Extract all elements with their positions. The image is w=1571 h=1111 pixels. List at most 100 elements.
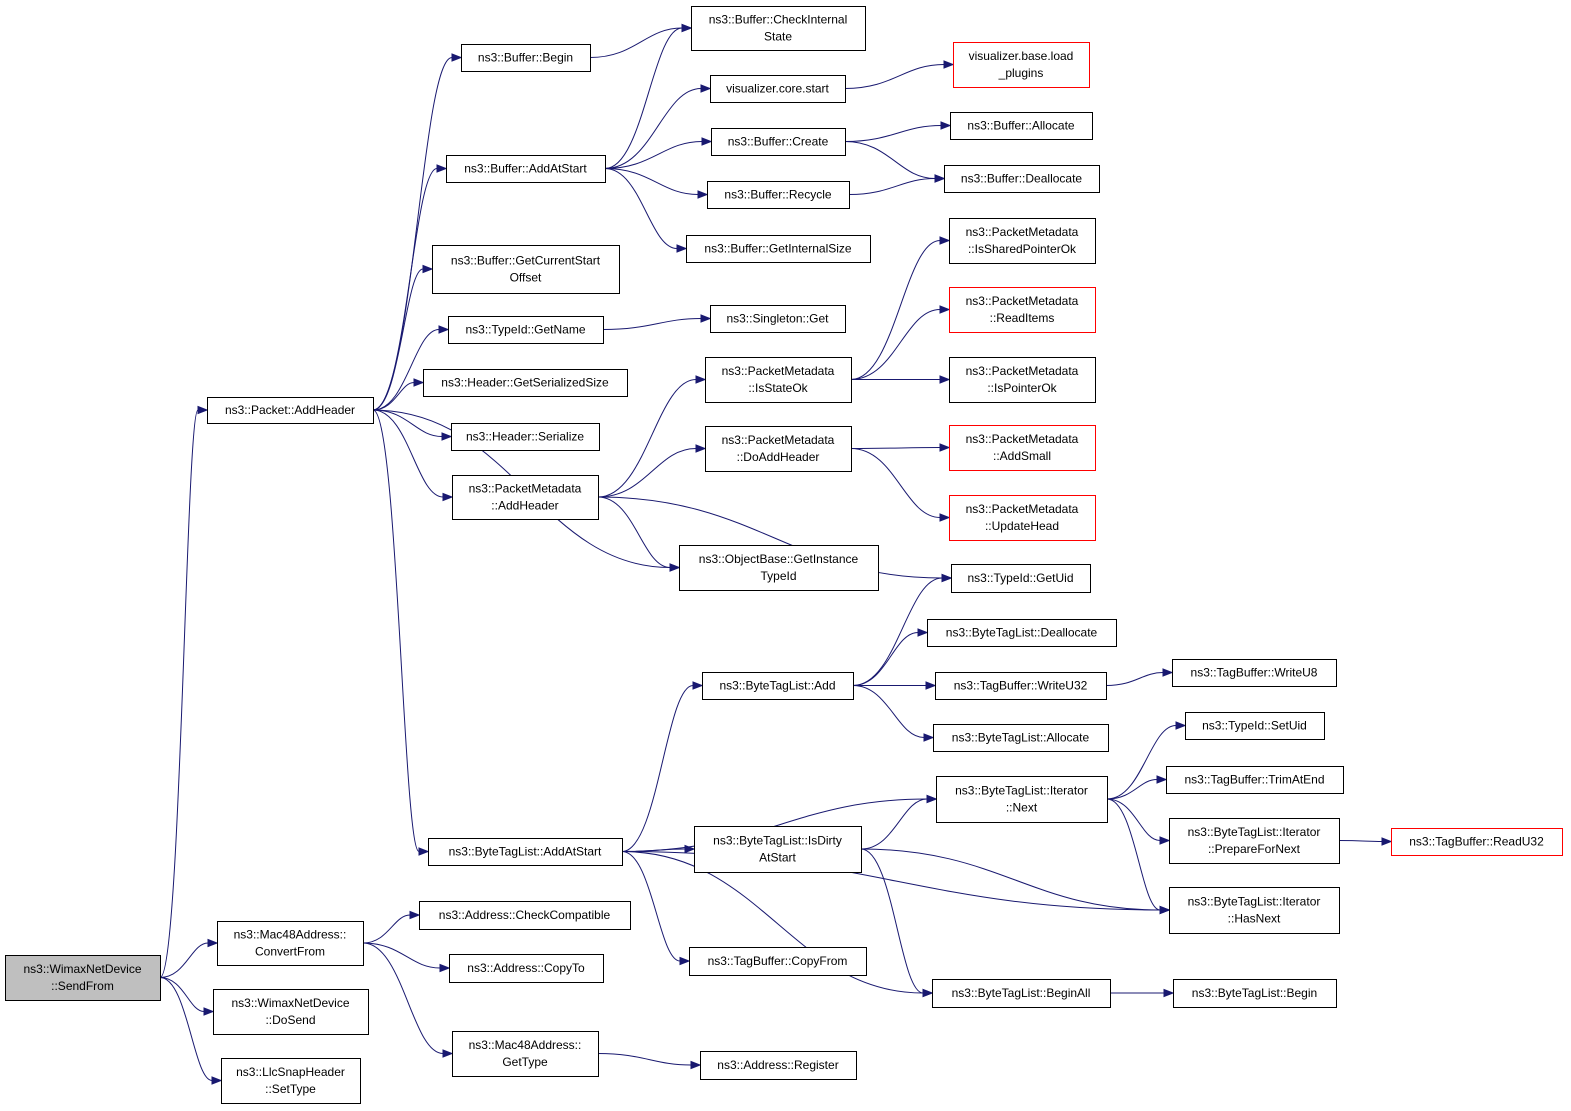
edge-pmIsStateOk-to-pmIsPointerOk bbox=[851, 375, 951, 384]
node-label: Offset bbox=[510, 271, 542, 285]
node-label: ::IsStateOk bbox=[748, 381, 808, 395]
node-label: ns3::Singleton::Get bbox=[726, 312, 829, 326]
edge-root-to-addHeader bbox=[159, 405, 209, 978]
node-label: State bbox=[764, 30, 792, 44]
node-btli-next[interactable]: ns3::ByteTagList::Iterator::Next bbox=[936, 776, 1108, 823]
node-pm-do-add-header[interactable]: ns3::PacketMetadata::DoAddHeader bbox=[705, 426, 852, 472]
node-label: ns3::PacketMetadata bbox=[966, 364, 1079, 378]
node-label: ns3::Address::Register bbox=[717, 1058, 838, 1072]
function-nodes: ns3::WimaxNetDevice::SendFrom ns3::Packet… bbox=[5, 6, 1563, 1104]
edge-pmDoAddHeader-to-pmAddSmall bbox=[850, 443, 951, 452]
node-buf-allocate[interactable]: ns3::Buffer::Allocate bbox=[950, 112, 1093, 140]
node-label: ns3::PacketMetadata bbox=[722, 364, 835, 378]
node-singleton-get[interactable]: ns3::Singleton::Get bbox=[710, 305, 846, 333]
node-label: ::Next bbox=[1006, 801, 1038, 815]
node-label: ::HasNext bbox=[1228, 912, 1281, 926]
node-viz-core-start[interactable]: visualizer.core.start bbox=[710, 75, 846, 103]
node-do-send[interactable]: ns3::WimaxNetDevice::DoSend bbox=[213, 989, 369, 1035]
node-label: ns3::TagBuffer::WriteU8 bbox=[1191, 666, 1318, 680]
node-tb-copy-from[interactable]: ns3::TagBuffer::CopyFrom bbox=[689, 947, 867, 976]
edge-btliNext-to-btliHasNext bbox=[1106, 798, 1171, 915]
node-label: ::UpdateHead bbox=[985, 519, 1059, 533]
node-tb-read-u32[interactable]: ns3::TagBuffer::ReadU32 bbox=[1391, 828, 1563, 856]
node-type-get-name[interactable]: ns3::TypeId::GetName bbox=[448, 316, 604, 344]
edge-pmDoAddHeader-to-pmUpdateHead bbox=[850, 448, 951, 522]
edge-btlAdd-to-tbWriteU32 bbox=[852, 681, 937, 690]
edge-mac48Conv-to-addrCopyTo bbox=[362, 942, 451, 973]
node-label: ::AddHeader bbox=[491, 499, 558, 513]
node-label: AtStart bbox=[759, 851, 796, 865]
node-btl-begin[interactable]: ns3::ByteTagList::Begin bbox=[1173, 979, 1337, 1008]
edge-btlAdd-to-btlAllocate bbox=[852, 685, 935, 742]
edge-btlIsDirty-to-btliHasNext bbox=[860, 848, 1171, 915]
node-pm-is-shared-ptr-ok[interactable]: ns3::PacketMetadata::IsSharedPointerOk bbox=[949, 218, 1096, 264]
edge-btliNext-to-typeSetUid bbox=[1106, 721, 1187, 800]
node-label: ns3::Buffer::GetCurrentStart bbox=[451, 254, 601, 268]
edge-typeGetName-to-singletonGet bbox=[602, 314, 712, 330]
node-mac48-conv[interactable]: ns3::Mac48Address::ConvertFrom bbox=[217, 921, 364, 966]
node-root[interactable]: ns3::WimaxNetDevice::SendFrom bbox=[5, 955, 161, 1001]
node-tb-write-u32[interactable]: ns3::TagBuffer::WriteU32 bbox=[935, 672, 1107, 700]
node-hdr-serialize[interactable]: ns3::Header::Serialize bbox=[451, 423, 600, 451]
node-type-get-uid[interactable]: ns3::TypeId::GetUid bbox=[951, 564, 1091, 593]
node-add-header[interactable]: ns3::Packet::AddHeader bbox=[207, 397, 374, 424]
node-label: ns3::LlcSnapHeader bbox=[236, 1065, 345, 1079]
node-btl-allocate[interactable]: ns3::ByteTagList::Allocate bbox=[933, 724, 1109, 752]
edge-btlAddAtStart-to-tbCopyFrom bbox=[621, 851, 691, 966]
node-label: ns3::TagBuffer::TrimAtEnd bbox=[1184, 773, 1324, 787]
node-label: ns3::Buffer::AddAtStart bbox=[464, 162, 587, 176]
node-label: ns3::ByteTagList::Deallocate bbox=[946, 626, 1098, 640]
node-tb-write-u8[interactable]: ns3::TagBuffer::WriteU8 bbox=[1172, 659, 1337, 687]
node-buf-begin[interactable]: ns3::Buffer::Begin bbox=[461, 44, 591, 72]
node-pm-is-state-ok[interactable]: ns3::PacketMetadata::IsStateOk bbox=[705, 357, 852, 403]
node-pm-read-items[interactable]: ns3::PacketMetadata::ReadItems bbox=[949, 287, 1096, 333]
node-label: ns3::TypeId::SetUid bbox=[1202, 719, 1307, 733]
node-btli-prepare[interactable]: ns3::ByteTagList::Iterator::PrepareForNe… bbox=[1169, 818, 1340, 864]
node-buf-deallocate[interactable]: ns3::Buffer::Deallocate bbox=[944, 165, 1100, 193]
node-hdr-get-s-s[interactable]: ns3::Header::GetSerializedSize bbox=[423, 369, 628, 397]
node-mac48-get-type[interactable]: ns3::Mac48Address::GetType bbox=[452, 1031, 599, 1077]
node-viz-load-plugins[interactable]: visualizer.base.load_plugins bbox=[953, 42, 1090, 88]
node-label: ns3::WimaxNetDevice bbox=[231, 996, 349, 1010]
edge-btliNext-to-btliPrepare bbox=[1106, 798, 1171, 845]
node-label: ns3::Mac48Address:: bbox=[469, 1038, 582, 1052]
node-buf-create[interactable]: ns3::Buffer::Create bbox=[711, 128, 846, 156]
node-pm-add-small[interactable]: ns3::PacketMetadata::AddSmall bbox=[949, 425, 1096, 471]
edge-pmIsStateOk-to-pmIsSharedPtrOk bbox=[850, 236, 951, 380]
node-label: ns3::PacketMetadata bbox=[722, 433, 835, 447]
node-label: ConvertFrom bbox=[255, 945, 325, 959]
node-label: ::SendFrom bbox=[51, 979, 114, 993]
node-btl-add[interactable]: ns3::ByteTagList::Add bbox=[702, 672, 854, 700]
edge-pmAddHeader-to-pmDoAddHeader bbox=[597, 444, 707, 498]
node-buf-recycle[interactable]: ns3::Buffer::Recycle bbox=[707, 181, 850, 209]
node-tb-trim-at-end[interactable]: ns3::TagBuffer::TrimAtEnd bbox=[1166, 766, 1344, 794]
node-addr-check-compat[interactable]: ns3::Address::CheckCompatible bbox=[419, 901, 631, 930]
node-btl-deallocate[interactable]: ns3::ByteTagList::Deallocate bbox=[927, 619, 1117, 647]
edge-btliNext-to-tbTrimAtEnd bbox=[1106, 775, 1168, 800]
node-label: ns3::ByteTagList::Allocate bbox=[952, 731, 1090, 745]
node-addr-copy-to[interactable]: ns3::Address::CopyTo bbox=[449, 954, 604, 983]
node-label: ns3::PacketMetadata bbox=[469, 482, 582, 496]
node-label: ns3::WimaxNetDevice bbox=[23, 962, 141, 976]
node-label: _plugins bbox=[998, 66, 1044, 80]
node-pm-add-header[interactable]: ns3::PacketMetadata::AddHeader bbox=[452, 475, 599, 520]
node-btl-add-at-start[interactable]: ns3::ByteTagList::AddAtStart bbox=[428, 838, 623, 866]
edge-bufAddAtStart-to-bufGetInternalSize bbox=[604, 168, 688, 253]
node-pm-update-head[interactable]: ns3::PacketMetadata::UpdateHead bbox=[949, 495, 1096, 541]
node-addr-register[interactable]: ns3::Address::Register bbox=[700, 1051, 857, 1080]
node-buf-get-internal-size[interactable]: ns3::Buffer::GetInternalSize bbox=[686, 235, 871, 263]
node-buf-add-at-start[interactable]: ns3::Buffer::AddAtStart bbox=[446, 155, 606, 183]
edge-root-to-doSend bbox=[159, 977, 215, 1016]
node-llc-set-type[interactable]: ns3::LlcSnapHeader::SetType bbox=[221, 1058, 361, 1104]
node-btl-begin-all[interactable]: ns3::ByteTagList::BeginAll bbox=[932, 979, 1111, 1008]
call-edges bbox=[159, 23, 1393, 1085]
node-btli-has-next[interactable]: ns3::ByteTagList::Iterator::HasNext bbox=[1169, 887, 1340, 934]
node-pm-is-pointer-ok[interactable]: ns3::PacketMetadata::IsPointerOk bbox=[949, 357, 1096, 403]
node-type-set-uid[interactable]: ns3::TypeId::SetUid bbox=[1185, 712, 1325, 740]
edge-btlBeginAll-to-btlBegin bbox=[1109, 988, 1175, 998]
edge-vizCoreStart-to-vizLoadPlugins bbox=[844, 60, 955, 89]
